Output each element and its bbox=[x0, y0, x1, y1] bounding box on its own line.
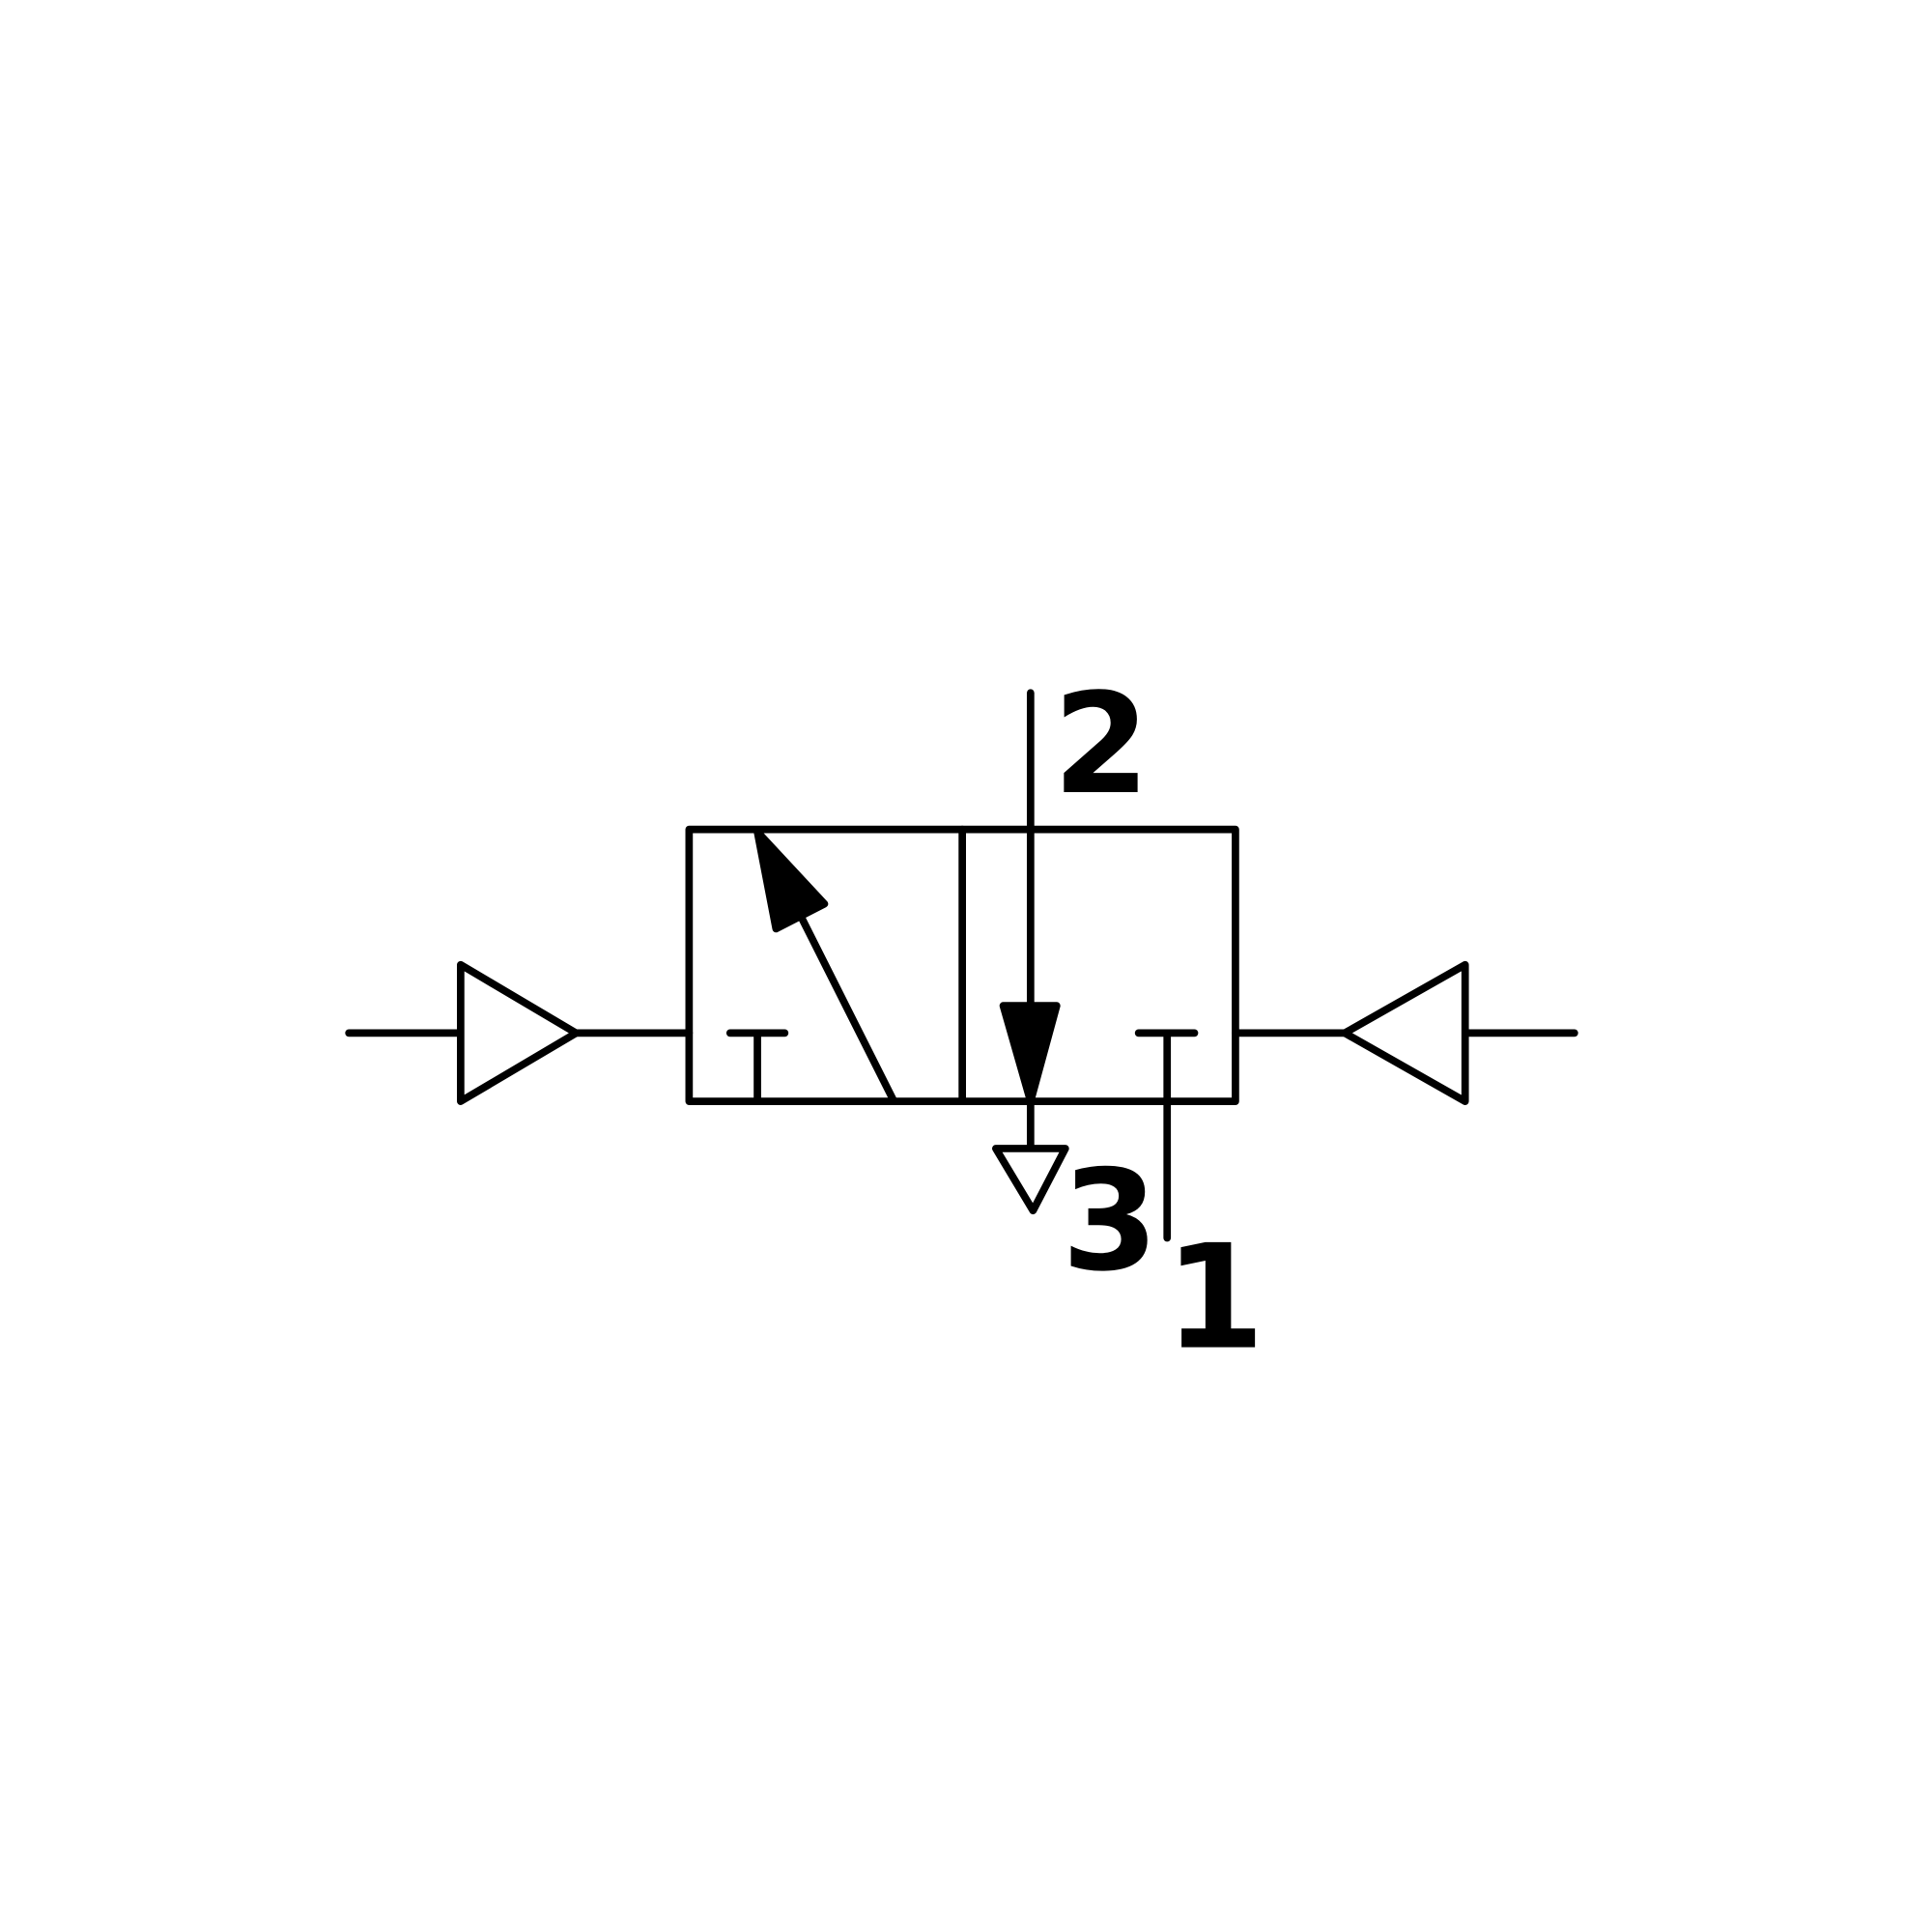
flow-arrow-head-icon bbox=[753, 828, 829, 933]
flow-arrow-line bbox=[793, 905, 898, 1105]
right-position bbox=[999, 689, 1199, 1242]
left-pilot-triangle-icon bbox=[457, 960, 581, 1105]
flow-arrow-down-head-icon bbox=[999, 1002, 1061, 1105]
exhaust-port bbox=[991, 1097, 1069, 1215]
valve-body bbox=[685, 825, 1239, 1105]
right-pilot-actuator bbox=[1232, 960, 1578, 1105]
port-1-label: 1 bbox=[1165, 1215, 1265, 1382]
port-3-label: 3 bbox=[1062, 1140, 1158, 1302]
port-2-label: 2 bbox=[1053, 663, 1150, 825]
right-pilot-triangle-icon bbox=[1341, 960, 1469, 1105]
left-position bbox=[725, 828, 898, 1105]
exhaust-triangle-icon bbox=[991, 1145, 1069, 1215]
left-pilot-actuator bbox=[345, 960, 694, 1105]
